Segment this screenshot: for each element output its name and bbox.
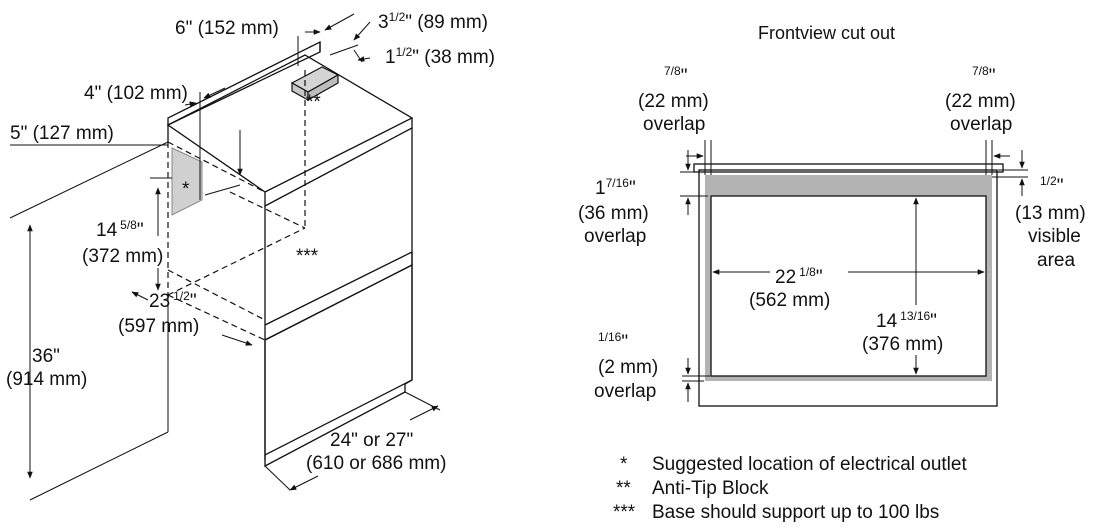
note-text-2: Anti-Tip Block bbox=[652, 478, 769, 499]
label-r-mm: (13 mm) bbox=[1015, 203, 1086, 224]
cabinet-drawing: 6" (152 mm) 31/2" (89 mm) 11/2" (38 mm) … bbox=[6, 10, 495, 501]
label-l1: 17/16" bbox=[595, 176, 636, 199]
note-mark-1: * bbox=[620, 454, 628, 475]
ext-35 bbox=[329, 44, 359, 56]
note-text-3: Base should support up to 100 lbs bbox=[652, 502, 939, 523]
label-36in: 36" bbox=[32, 346, 60, 367]
hidden-shelf bbox=[229, 191, 306, 229]
ext-5-b bbox=[204, 184, 241, 196]
dim-235-a bbox=[131, 291, 149, 301]
frontview-drawing: Frontview cut out bbox=[578, 23, 1086, 407]
label-l1-mm: (36 mm) bbox=[578, 203, 649, 224]
countertop-strip bbox=[693, 163, 1004, 173]
label-14-mm: (372 mm) bbox=[82, 246, 163, 267]
cutout-opening bbox=[710, 195, 987, 377]
label-tr-mm: (22 mm) bbox=[945, 91, 1016, 112]
label-tr-overlap: overlap bbox=[950, 114, 1012, 135]
label-tl-mm: (22 mm) bbox=[638, 91, 709, 112]
notes-legend: * Suggested location of electrical outle… bbox=[613, 454, 967, 523]
dim-4-a bbox=[184, 101, 197, 107]
label-tr-frac: 7/8" bbox=[972, 64, 995, 87]
label-b: 1/16" bbox=[598, 330, 628, 353]
ext-24-a bbox=[264, 465, 291, 491]
note-text-1: Suggested location of electrical outlet bbox=[652, 454, 967, 475]
label-r-visible: visible bbox=[1028, 226, 1081, 247]
dim-4-b bbox=[203, 87, 226, 99]
outlet-area bbox=[171, 147, 203, 216]
hidden-top-left bbox=[167, 141, 266, 193]
cabinet-right-edge bbox=[404, 128, 413, 392]
note-mark-3: *** bbox=[613, 502, 636, 523]
label-24-mm: (610 or 686 mm) bbox=[306, 453, 446, 474]
label-36-mm: (914 mm) bbox=[6, 369, 87, 390]
hidden-shelf-left bbox=[167, 269, 266, 321]
label-b-overlap: overlap bbox=[594, 381, 656, 402]
label-l1-overlap: overlap bbox=[584, 226, 646, 247]
label-23-mm: (597 mm) bbox=[118, 316, 199, 337]
dim-6-b bbox=[324, 13, 355, 31]
note-mark-2: ** bbox=[616, 478, 631, 499]
dim-24-b bbox=[409, 405, 439, 421]
anti-tip-marker: ** bbox=[306, 92, 321, 113]
label-b-mm: (2 mm) bbox=[598, 357, 658, 378]
label-tl-frac: 7/8" bbox=[664, 64, 687, 87]
countertop-edge bbox=[264, 118, 413, 208]
ext-36-bot bbox=[29, 431, 169, 501]
shelf-lower-edge bbox=[264, 252, 413, 341]
countertop-top bbox=[166, 54, 414, 193]
label-r: 1/2" bbox=[1040, 174, 1063, 197]
outlet-marker: * bbox=[182, 179, 190, 200]
label-6in: 6" (152 mm) bbox=[175, 18, 279, 39]
label-24in: 24" or 27" bbox=[330, 430, 413, 451]
label-3-5in: 31/2" (89 mm) bbox=[378, 10, 488, 33]
ext-15 bbox=[353, 49, 363, 63]
label-4in: 4" (102 mm) bbox=[84, 83, 188, 104]
label-tl-overlap: overlap bbox=[643, 114, 705, 135]
cabinet-outline bbox=[698, 169, 998, 407]
dim-15 bbox=[357, 56, 371, 62]
dim-235-b bbox=[221, 334, 253, 346]
label-r-area: area bbox=[1037, 250, 1075, 271]
label-5in: 5" (127 mm) bbox=[10, 123, 114, 144]
hidden-floor-back bbox=[167, 227, 306, 296]
base-marker: *** bbox=[296, 246, 319, 267]
ext-36-top bbox=[9, 141, 169, 219]
label-width-mm: (562 mm) bbox=[749, 290, 830, 311]
anti-tip-block-side bbox=[307, 73, 339, 102]
drawer-front bbox=[264, 263, 413, 457]
shelf-front-edge bbox=[264, 251, 413, 326]
hidden-floor-left bbox=[167, 294, 266, 341]
label-height-mm: (376 mm) bbox=[862, 334, 943, 355]
dim-24-a bbox=[289, 475, 319, 491]
label-1-5in: 11/2" (38 mm) bbox=[385, 45, 495, 68]
frontview-title: Frontview cut out bbox=[758, 23, 895, 43]
dim-35 bbox=[353, 21, 371, 41]
